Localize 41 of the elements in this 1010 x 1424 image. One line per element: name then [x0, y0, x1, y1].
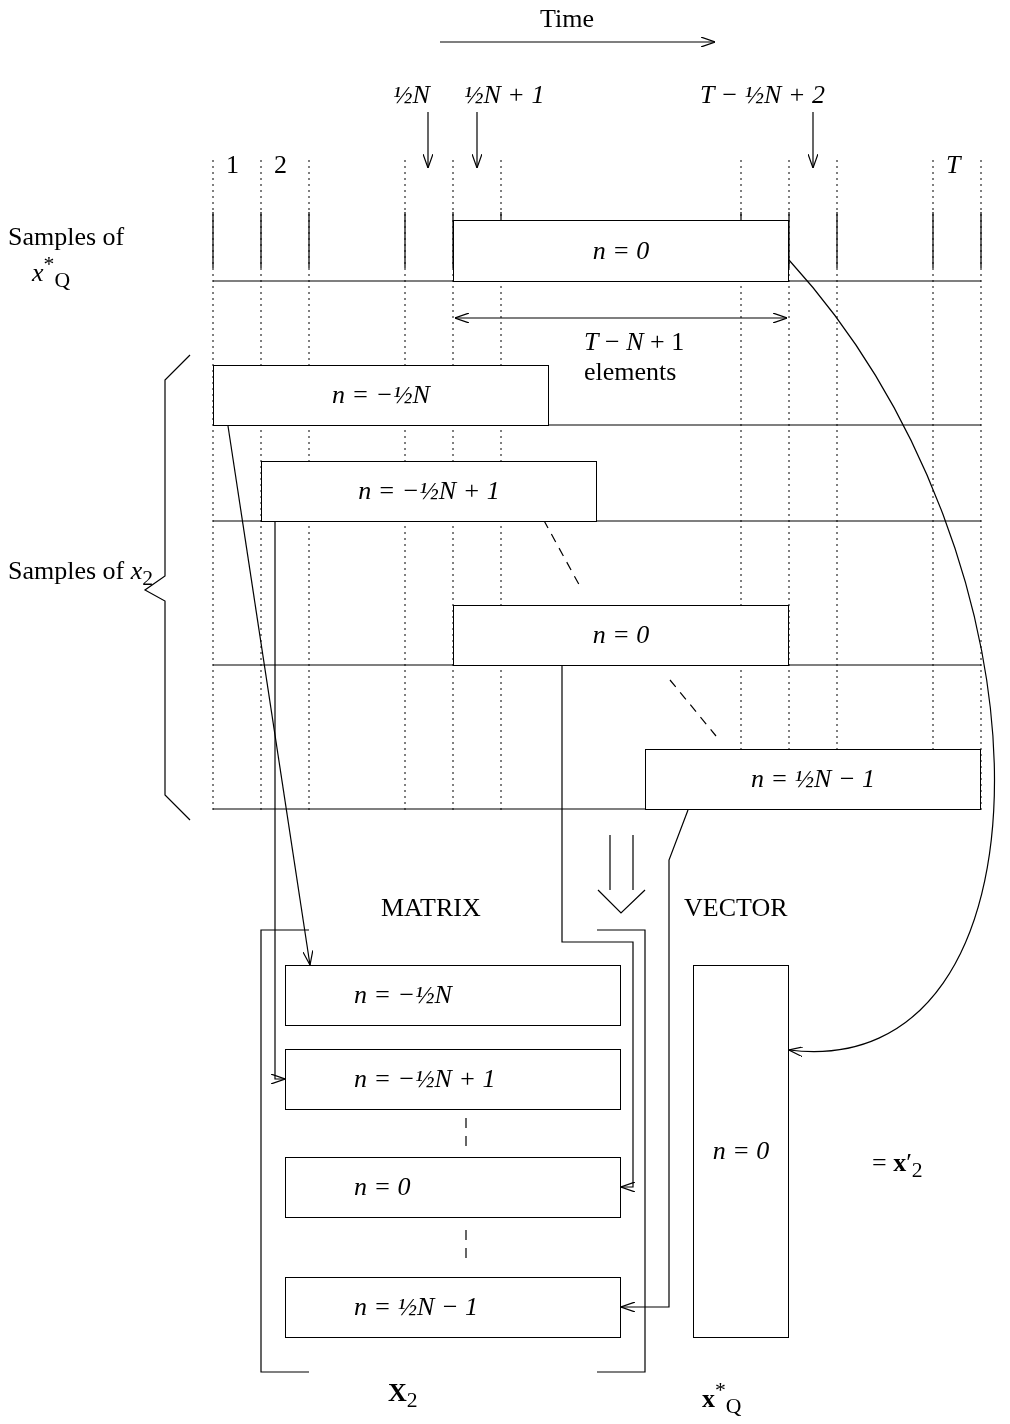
arrow — [561, 665, 636, 1193]
index-text: n = ½N − 1 — [354, 1293, 478, 1322]
cell-number: T — [946, 150, 961, 180]
cell-number: 2 — [274, 150, 287, 180]
index-text: n = 0 — [592, 236, 650, 266]
index-text: n = ½N − 1 — [751, 765, 875, 794]
index-text: n = −½N — [332, 381, 430, 410]
index-text: T − ½N + 2 — [700, 80, 825, 110]
sample-window-box — [693, 965, 789, 1338]
row-label: Samples of x$_{2}$ — [8, 556, 155, 592]
section-label: VECTOR — [684, 893, 788, 923]
matrix-row-box — [285, 1157, 621, 1218]
cell-number: 1 — [226, 150, 239, 180]
arrow — [270, 521, 286, 1085]
arrow — [807, 111, 819, 169]
sample-window-box — [453, 605, 789, 666]
section-label: MATRIX — [381, 893, 481, 923]
equation-label: = x′$_{2}$ — [872, 1148, 923, 1184]
sample-window-box — [453, 220, 789, 282]
sample-window-box — [213, 365, 549, 426]
index-text: n = 0 — [354, 1173, 411, 1202]
matrix-row-box — [285, 965, 621, 1026]
arrow — [620, 809, 689, 1313]
sample-window-box — [645, 749, 981, 810]
index-text: n = −½N — [354, 981, 452, 1010]
arrow — [227, 425, 314, 966]
index-text: ½N + 1 — [464, 80, 545, 110]
index-text: n = 0 — [592, 621, 650, 650]
index-text: ½N — [393, 80, 430, 110]
arrow — [471, 111, 483, 169]
arrow — [788, 259, 996, 1055]
index-text: n = −½N + 1 — [358, 477, 500, 506]
dimension-label: T − N + 1 elements — [584, 327, 686, 387]
sample-window-box — [261, 461, 597, 522]
axis-title: Time — [540, 4, 594, 34]
matrix-row-box — [285, 1277, 621, 1338]
arrow — [422, 111, 434, 169]
index-text: n = −½N + 1 — [354, 1065, 496, 1094]
index-text: n = 0 — [712, 1137, 770, 1166]
matrix-row-box — [285, 1049, 621, 1110]
matrix-label: X$_{2}$ — [388, 1378, 418, 1414]
